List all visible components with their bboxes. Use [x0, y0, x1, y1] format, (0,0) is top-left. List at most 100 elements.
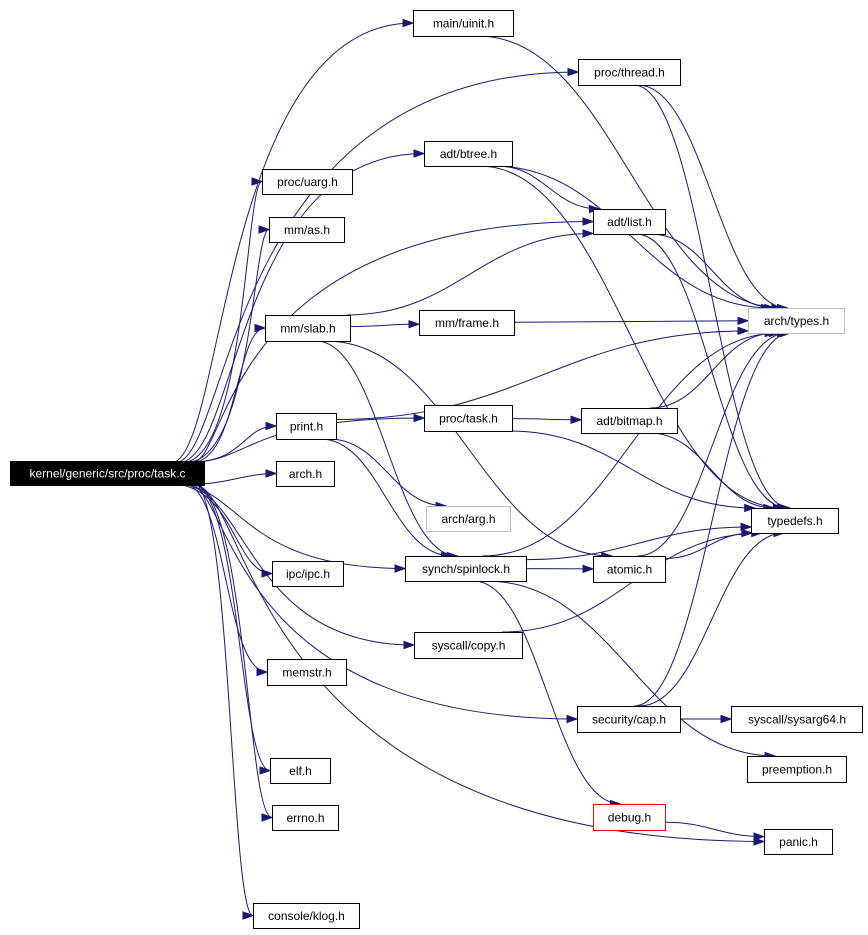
- node-label: syscall/copy.h: [432, 639, 506, 653]
- edge-security_cap-to-arch_types: [633, 332, 791, 707]
- node-proc-uarg[interactable]: proc/uarg.h: [262, 169, 353, 195]
- node-label: mm/slab.h: [280, 322, 335, 336]
- arrowhead-mm_slab-to-mm_frame: [408, 319, 421, 329]
- edge-mm_frame-to-arch_types: [513, 320, 749, 323]
- arrowhead-task_c-to-errno_h: [261, 813, 274, 822]
- node-adt-bitmap[interactable]: adt/bitmap.h: [581, 408, 678, 434]
- edge-adt_btree-to-adt_list: [497, 165, 600, 210]
- arrowhead-synch_spinlock-to-atomic_h: [582, 564, 595, 574]
- node-label: syscall/sysarg64.h: [748, 713, 846, 727]
- node-label: security/cap.h: [592, 713, 666, 727]
- node-box: [424, 405, 513, 432]
- node-typedefs[interactable]: typedefs.h: [751, 508, 839, 534]
- node-label: console/klog.h: [268, 909, 345, 923]
- node-adt-btree[interactable]: adt/btree.h: [424, 141, 513, 167]
- node-errno-h[interactable]: errno.h: [272, 805, 339, 831]
- node-label: kernel/generic/src/proc/task.c: [29, 467, 185, 481]
- arrowhead-task_c-to-panic_h: [753, 837, 766, 846]
- edge-print_h-to-synch_spinlock: [320, 438, 452, 557]
- node-console-klog[interactable]: console/klog.h: [253, 903, 360, 929]
- arrowhead-proc_task-to-typedefs: [744, 503, 757, 513]
- node-box: [262, 169, 353, 195]
- node-box: [272, 561, 344, 587]
- node-box: [593, 556, 666, 583]
- arrowhead-task_c-to-security_cap: [566, 714, 579, 724]
- edge-main_uinit-to-arch_types: [477, 35, 783, 309]
- node-box: [426, 506, 511, 532]
- edge-task_c-to-main_uinit: [174, 22, 414, 463]
- node-synch-spinlock[interactable]: synch/spinlock.h: [405, 556, 527, 582]
- node-mm-frame[interactable]: mm/frame.h: [419, 310, 515, 336]
- node-arch-h[interactable]: arch.h: [276, 461, 335, 487]
- node-label: ipc/ipc.h: [286, 567, 330, 581]
- edge-task_c-to-mm_slab: [195, 327, 266, 463]
- arrowhead-synch_spinlock-to-typedefs: [740, 522, 753, 532]
- edge-print_h-to-arch_arg: [328, 438, 447, 507]
- node-label: proc/thread.h: [594, 66, 665, 80]
- node-syscall-copy[interactable]: syscall/copy.h: [414, 632, 523, 659]
- node-box: [272, 805, 339, 831]
- arrowhead-security_cap-to-syscall_sysarg64: [720, 714, 733, 724]
- node-box: [581, 408, 678, 434]
- node-box: [253, 903, 360, 929]
- node-label: debug.h: [608, 811, 651, 825]
- node-proc-thread[interactable]: proc/thread.h: [578, 59, 681, 86]
- node-syscall-sysarg64[interactable]: syscall/sysarg64.h: [731, 706, 863, 733]
- node-debug-h[interactable]: debug.h: [593, 804, 666, 831]
- edge-task_c-to-arch_h: [195, 473, 277, 485]
- arrowhead-mm_frame-to-arch_types: [737, 316, 750, 325]
- edge-task_c-to-proc_task: [195, 417, 425, 463]
- node-label: arch/types.h: [764, 314, 829, 328]
- arrowhead-task_c-to-print_h: [265, 421, 278, 431]
- edge-adt_btree-to-arch_types: [492, 165, 772, 309]
- node-box: [731, 706, 863, 733]
- edge-task_c-to-ipc_ipc: [174, 483, 273, 574]
- node-preemption[interactable]: preemption.h: [747, 756, 847, 783]
- edge-task_c-to-memstr: [186, 483, 268, 673]
- edge-task_c-to-mm_as: [190, 229, 270, 463]
- arrowhead-task_c-to-adt_btree: [413, 149, 426, 158]
- edge-mm_slab-to-synch_spinlock: [316, 340, 458, 557]
- node-security-cap[interactable]: security/cap.h: [577, 706, 681, 733]
- node-adt-list[interactable]: adt/list.h: [593, 209, 666, 235]
- node-box: [424, 141, 513, 167]
- node-arch-types[interactable]: arch/types.h: [748, 308, 845, 334]
- edge-adt_bitmap-to-arch_types: [649, 332, 776, 409]
- node-box: [593, 804, 666, 831]
- edge-adt_btree-to-typedefs: [479, 165, 784, 509]
- node-box: [405, 556, 527, 582]
- node-box: [578, 59, 681, 86]
- node-task-c[interactable]: kernel/generic/src/proc/task.c: [10, 461, 205, 486]
- edge-atomic_h-to-arch_types: [637, 332, 788, 557]
- arrowhead-task_c-to-proc_thread: [567, 67, 580, 77]
- arrowhead-task_c-to-main_uinit: [402, 18, 415, 28]
- node-label: proc/uarg.h: [277, 175, 338, 189]
- arrowhead-print_h-to-arch_types: [737, 326, 750, 336]
- node-mm-slab[interactable]: mm/slab.h: [265, 315, 351, 342]
- node-print-h[interactable]: print.h: [276, 413, 337, 440]
- node-panic-h[interactable]: panic.h: [764, 829, 833, 855]
- node-label: preemption.h: [762, 763, 832, 777]
- edge-mm_slab-to-atomic_h: [324, 340, 612, 557]
- arrowhead-task_c-to-syscall_copy: [403, 640, 416, 650]
- node-arch-arg[interactable]: arch/arg.h: [426, 506, 511, 532]
- node-elf-h[interactable]: elf.h: [270, 758, 331, 784]
- node-label: typedefs.h: [767, 514, 822, 528]
- node-main-uinit[interactable]: main/uinit.h: [413, 10, 514, 37]
- node-label: adt/bitmap.h: [596, 414, 662, 428]
- node-mm-as[interactable]: mm/as.h: [269, 217, 345, 243]
- arrowhead-task_c-to-elf_h: [259, 766, 272, 775]
- node-box: [414, 632, 523, 659]
- node-atomic-h[interactable]: atomic.h: [593, 556, 666, 583]
- arrowhead-task_c-to-mm_slab: [254, 323, 267, 333]
- node-box: [577, 706, 681, 733]
- node-box: [10, 461, 205, 486]
- node-ipc-ipc[interactable]: ipc/ipc.h: [272, 561, 344, 587]
- arrowhead-task_c-to-synch_spinlock: [394, 564, 407, 573]
- node-box: [276, 461, 335, 487]
- node-proc-task[interactable]: proc/task.h: [424, 405, 513, 432]
- arrowhead-task_c-to-mm_as: [258, 225, 271, 234]
- edge-synch_spinlock-to-preemption: [486, 580, 776, 757]
- node-label: main/uinit.h: [433, 17, 494, 31]
- node-memstr[interactable]: memstr.h: [267, 659, 347, 686]
